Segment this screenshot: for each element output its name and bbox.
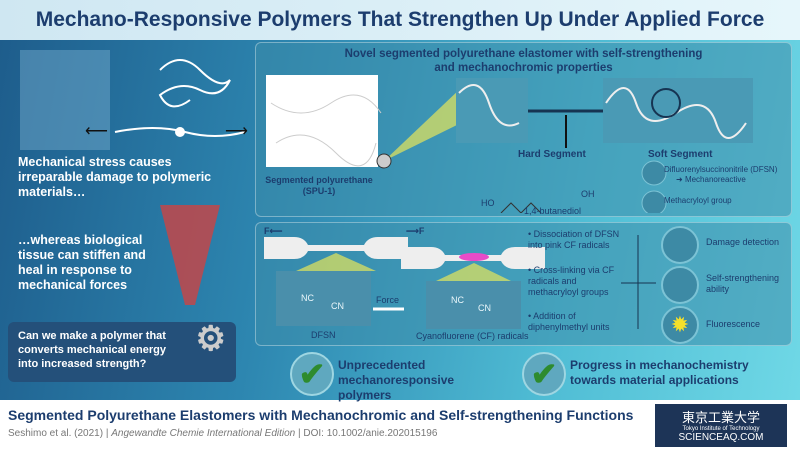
spu-label: Segmented polyurethane(SPU-1) bbox=[265, 175, 373, 196]
dfsn-icon bbox=[641, 160, 667, 186]
nc-label-1: NC bbox=[301, 293, 314, 303]
dfsn-label: Difluorenylsuccinonitrile (DFSN) bbox=[664, 165, 778, 174]
stress-text: Mechanical stress causes irreparable dam… bbox=[18, 155, 212, 199]
check-text-2: Progress in mechanochemistry towards mat… bbox=[570, 358, 749, 387]
cn-label-1: CN bbox=[331, 301, 344, 311]
watermark: SCIENCEAQ.COM bbox=[678, 432, 764, 443]
spu-structure-panel: Novel segmented polyurethane elastomer w… bbox=[255, 42, 792, 217]
bullet-2: • Cross-linking via CF radicals and meth… bbox=[528, 265, 615, 297]
arrow-right-icon: ⟶ bbox=[225, 123, 248, 140]
muscle-icon bbox=[661, 266, 699, 304]
soft-segment-label: Soft Segment bbox=[648, 149, 713, 160]
polymer-network-image bbox=[266, 75, 378, 167]
ho-label: HO bbox=[481, 198, 495, 208]
butanediol-label: 1,4-butanediol bbox=[524, 206, 582, 216]
sun-icon: ✹ bbox=[661, 306, 699, 344]
outcome-3: Fluorescence bbox=[706, 319, 761, 329]
check-icon-2: ✔ bbox=[522, 352, 566, 396]
damage-detection-icon bbox=[661, 226, 699, 264]
outcome-1: Damage detection bbox=[706, 237, 780, 247]
methacryloyl-label: Methacryloyl group bbox=[664, 196, 732, 205]
page-title: Mechano-Responsive Polymers That Strengt… bbox=[35, 8, 765, 31]
cf-caption: Cyanofluorene (CF) radicals bbox=[416, 331, 529, 341]
tissue-graphic bbox=[20, 50, 110, 150]
arrow-left-icon: ⟵ bbox=[85, 123, 108, 140]
paper-title: Segmented Polyurethane Elastomers with M… bbox=[8, 407, 634, 423]
question-box: Can we make a polymer that converts mech… bbox=[8, 322, 236, 382]
nc-label-2: NC bbox=[451, 295, 464, 305]
dogbone-specimen bbox=[264, 237, 408, 259]
dfsn-molecule bbox=[651, 88, 681, 118]
force-label: Force bbox=[376, 295, 400, 305]
pink-cf-region bbox=[459, 253, 489, 261]
bullet-1: • Dissociation of DFSN into pink CF radi… bbox=[528, 229, 620, 250]
citation: Seshimo et al. (2021) | Angewandte Chemi… bbox=[8, 428, 438, 439]
oh-label: OH bbox=[581, 189, 595, 199]
tissue-fiber-icon bbox=[160, 205, 220, 305]
check-icon-1: ✔ bbox=[290, 352, 334, 396]
magnifier-beam bbox=[384, 88, 461, 161]
question-text: Can we make a polymer that converts mech… bbox=[18, 330, 166, 370]
tangled-polymer-illustration: ⟵ ⟶ bbox=[20, 50, 248, 150]
force-right-label: ⟶F bbox=[406, 226, 425, 236]
gears-icon: ⚙ bbox=[195, 320, 226, 358]
force-left-label: F⟵ bbox=[264, 226, 283, 236]
dfsn-structure bbox=[276, 271, 371, 326]
bio-text: …whereas biological tissue can stiffen a… bbox=[18, 233, 146, 292]
title-bar: Mechano-Responsive Polymers That Strengt… bbox=[0, 0, 800, 40]
break-point bbox=[175, 127, 185, 137]
magnifier-icon bbox=[376, 153, 392, 169]
structure-diagram bbox=[266, 75, 753, 213]
methacryloyl-icon bbox=[641, 190, 667, 213]
tangled-chain bbox=[158, 59, 231, 108]
cf-structure bbox=[426, 281, 521, 329]
cn-label-2: CN bbox=[478, 303, 491, 313]
tokyo-tech-logo: 東京工業大学 Tokyo Institute of Technology SCI… bbox=[655, 404, 787, 447]
outcome-2: Self-strengthening ability bbox=[706, 273, 780, 294]
dfsn-caption: DFSN bbox=[311, 330, 336, 340]
mechanism-panel: F⟵ ⟶F NC CN DFSN Force NC CN Cyanofluore… bbox=[255, 222, 792, 346]
hard-segment-label: Hard Segment bbox=[518, 149, 586, 160]
mechanism-diagram bbox=[264, 235, 656, 329]
panel-title-1: Novel segmented polyurethane elastomer w… bbox=[344, 48, 703, 60]
mechanoreactive-label: ➜ Mechanoreactive bbox=[676, 175, 746, 184]
check-text-1: Unprecedented mechanoresponsive polymers bbox=[338, 358, 455, 402]
bullet-3: • Addition of diphenylmethyl units bbox=[528, 311, 610, 332]
panel-title-2: and mechanochromic properties bbox=[434, 62, 613, 74]
